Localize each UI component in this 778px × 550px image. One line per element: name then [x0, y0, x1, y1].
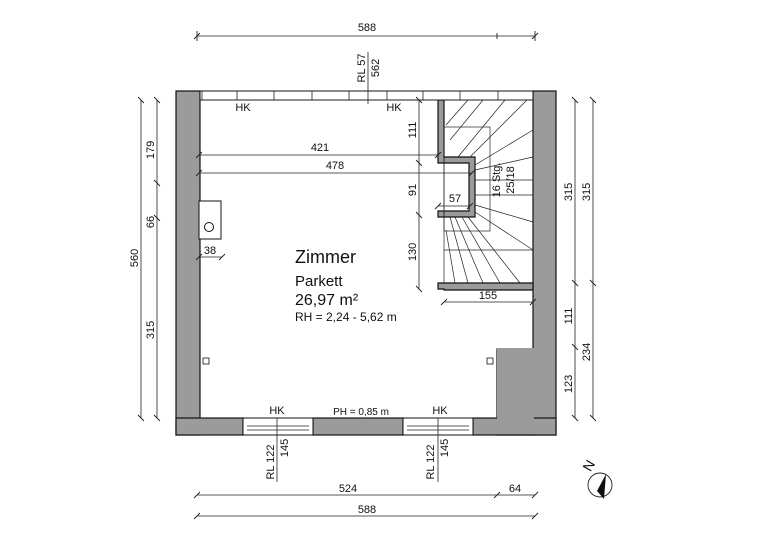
- dim-left-total: 560: [129, 249, 141, 267]
- dimension-lines: [140, 35, 594, 517]
- bottom-window-left-height: 145: [279, 439, 291, 457]
- room-label[interactable]: Zimmer Parkett 26,97 m² RH = 2,24 - 5,62…: [295, 247, 397, 324]
- radiator-label: HK: [432, 405, 448, 417]
- top-window-strip: [199, 90, 534, 101]
- dim-left-315: 315: [145, 321, 157, 339]
- dim-57: 57: [449, 193, 461, 205]
- north-label: N: [579, 457, 598, 474]
- bottom-window-right-rl: RL 122: [425, 444, 437, 479]
- left-wall: [175, 90, 201, 436]
- dim-left-179: 179: [145, 141, 157, 159]
- right-wall: [532, 90, 557, 436]
- bottom-wall-left: [175, 417, 244, 436]
- dim-top-total: 588: [358, 22, 376, 34]
- outlet-left: [202, 357, 210, 365]
- dim-right-123: 123: [563, 375, 575, 393]
- stair-landing-wall: [437, 282, 534, 291]
- bottom-wall-right: [472, 417, 557, 436]
- stairs-ratio: 25/18: [505, 166, 517, 194]
- dim-421: 421: [311, 142, 329, 154]
- dim-bottom-total: 588: [358, 504, 376, 516]
- dim-right-315a: 315: [563, 183, 575, 201]
- dim-right-234: 234: [581, 343, 593, 361]
- walls: [175, 90, 557, 436]
- dim-bottom-524: 524: [339, 483, 357, 495]
- dim-stair-130: 130: [407, 243, 419, 261]
- bottom-window-right-height: 145: [439, 439, 451, 457]
- dim-155: 155: [479, 290, 497, 302]
- radiator-label: HK: [235, 102, 251, 114]
- parapet-height: PH = 0,85 m: [333, 407, 389, 418]
- bottom-window-left-rl: RL 122: [265, 444, 277, 479]
- room-floor: Parkett: [295, 273, 343, 290]
- bottom-windows: [242, 417, 474, 482]
- room-height: RH = 2,24 - 5,62 m: [295, 310, 397, 324]
- dimension-ticks: [137, 31, 597, 520]
- top-window-height: 562: [370, 59, 382, 77]
- chimney: [198, 200, 222, 240]
- dim-right-315b: 315: [581, 183, 593, 201]
- stairs-count: 16 Stg.: [491, 163, 503, 198]
- top-window-rl: RL 57: [356, 54, 368, 83]
- dim-38: 38: [204, 245, 216, 257]
- dim-stair-91: 91: [407, 184, 419, 196]
- bottom-wall-middle: [312, 417, 404, 436]
- north-arrow-icon: N: [579, 457, 613, 499]
- dim-478: 478: [326, 160, 344, 172]
- staircase[interactable]: [443, 99, 534, 284]
- dimension-labels: 588 RL 57 562 560 179 66 315 421 478 38 …: [129, 22, 593, 516]
- room-name: Zimmer: [295, 247, 356, 267]
- dim-left-66: 66: [145, 216, 157, 228]
- radiator-label: HK: [269, 405, 285, 417]
- room-area: 26,97 m²: [295, 292, 359, 309]
- dim-stair-111: 111: [407, 122, 419, 139]
- dim-right-111: 111: [563, 308, 575, 325]
- radiator-label: HK: [386, 102, 402, 114]
- dim-bottom-64: 64: [509, 483, 521, 495]
- outlet-right: [486, 357, 494, 365]
